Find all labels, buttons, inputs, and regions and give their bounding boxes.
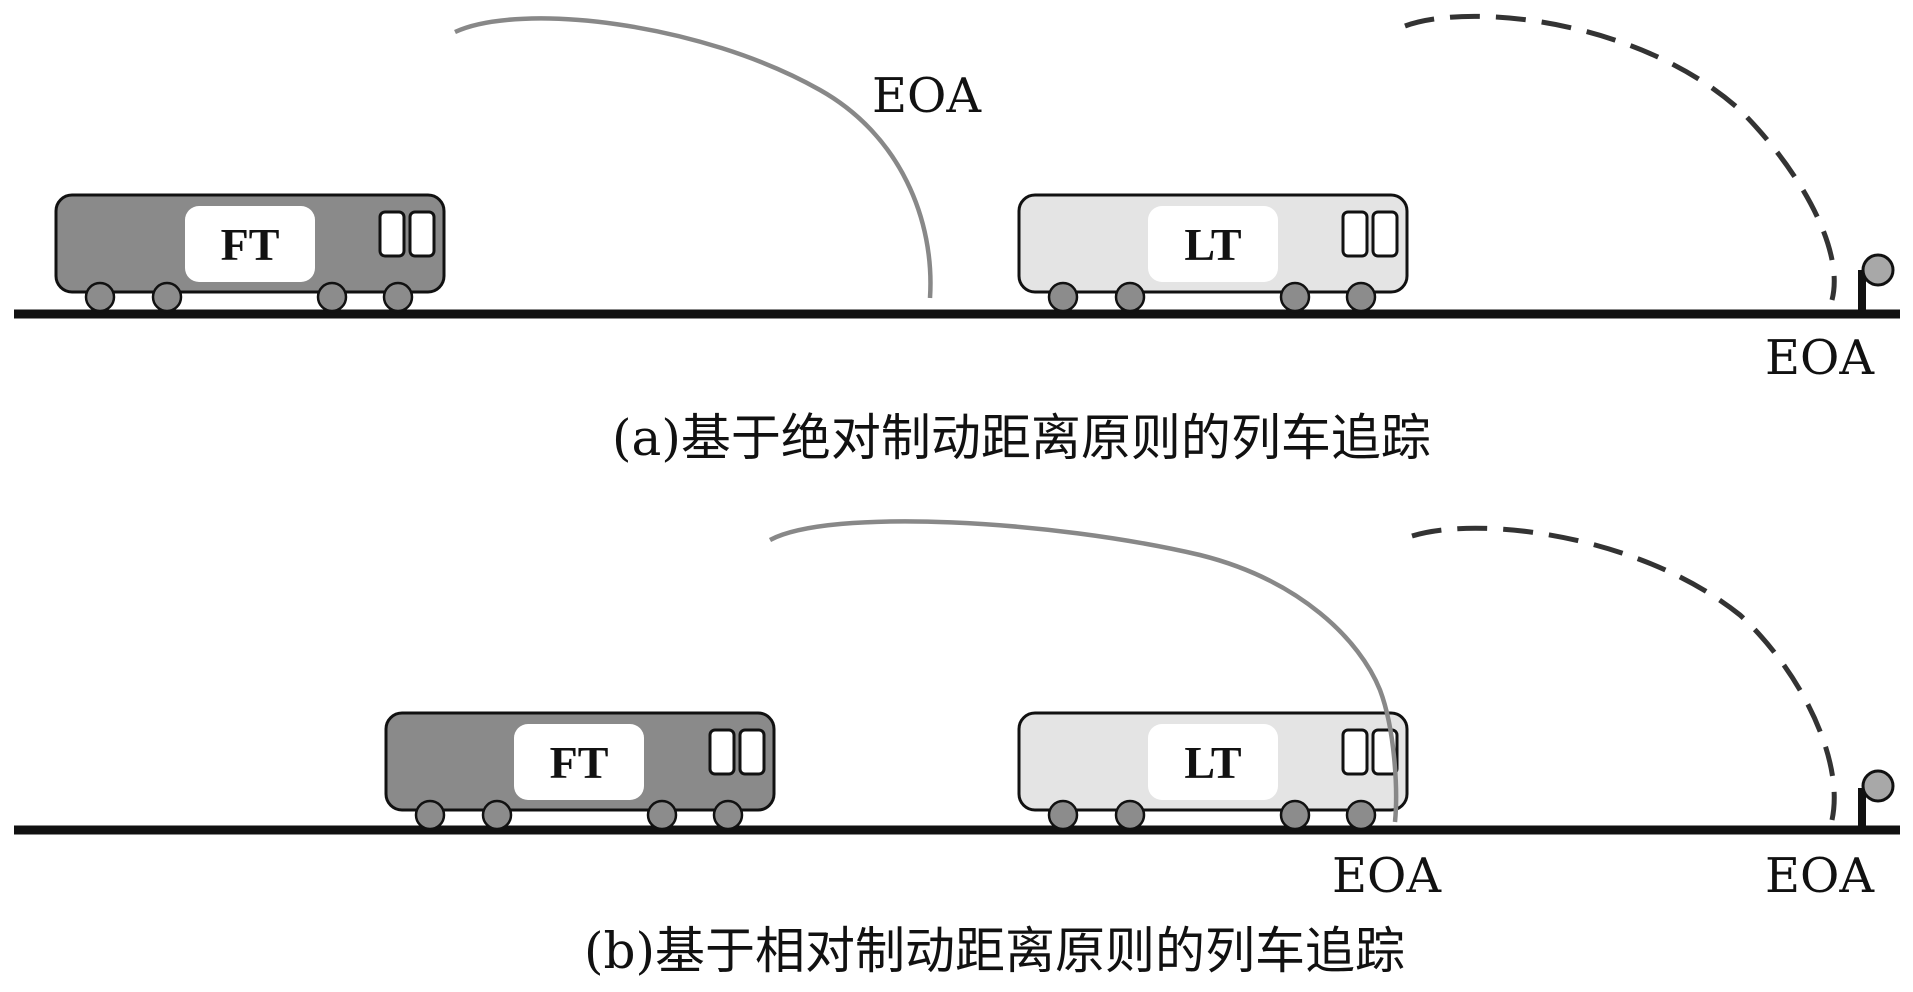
signal-lamp-icon (1861, 769, 1895, 803)
ft-wheel (481, 799, 513, 831)
lt-wheel (1114, 281, 1146, 313)
ft-eoa-label-b: EOA (1332, 848, 1442, 904)
lt-wheel (1047, 799, 1079, 831)
lt-wheel (1279, 799, 1311, 831)
lt-window-1 (1341, 728, 1369, 776)
ft-eoa-label-a: EOA (872, 68, 982, 124)
lt-label-b: LT (1184, 737, 1241, 788)
ft-window-2 (408, 210, 436, 258)
lt-label-panel (1148, 724, 1278, 800)
ft-window-1 (708, 728, 736, 776)
following-train-a: FT (54, 193, 446, 313)
lt-label-panel (1148, 206, 1278, 282)
lt-window-1 (1341, 210, 1369, 258)
signal-lamp-icon (1861, 253, 1895, 287)
lt-wheel (1114, 799, 1146, 831)
ft-wheel (316, 281, 348, 313)
lt-wheel (1345, 281, 1377, 313)
ft-wheel (646, 799, 678, 831)
lt-eoa-label-a: EOA (1765, 330, 1875, 386)
ft-label-panel (185, 206, 315, 282)
ft-window-1 (378, 210, 406, 258)
ft-braking-curve-a (454, 16, 933, 299)
ft-wheel (382, 281, 414, 313)
panel-b: FT LT (14, 519, 1900, 980)
lt-braking-curve-a (1404, 13, 1837, 301)
ft-wheel (712, 799, 744, 831)
lt-braking-curve-b (1411, 525, 1837, 821)
ft-wheel (151, 281, 183, 313)
signal-post (1858, 272, 1866, 312)
signal-post (1858, 790, 1866, 828)
signal-b (1858, 769, 1895, 828)
lt-eoa-label-b: EOA (1765, 848, 1875, 904)
lt-window-2 (1371, 210, 1399, 258)
ft-label-b: FT (550, 737, 609, 788)
ft-window-2 (738, 728, 766, 776)
ft-wheel (84, 281, 116, 313)
ft-braking-curve-b (768, 519, 1399, 823)
caption-b: (b)基于相对制动距离原则的列车追踪 (584, 922, 1405, 980)
signal-a (1858, 253, 1895, 312)
lt-wheel (1047, 281, 1079, 313)
leading-train-b: LT (1017, 711, 1409, 831)
ft-label-panel (514, 724, 644, 800)
following-train-b: FT (384, 711, 776, 831)
ft-label-a: FT (221, 219, 280, 270)
panel-a: EOA FT LT (14, 13, 1900, 467)
lt-wheel (1345, 799, 1377, 831)
lt-wheel (1279, 281, 1311, 313)
ft-wheel (414, 799, 446, 831)
caption-a: (a)基于绝对制动距离原则的列车追踪 (612, 409, 1431, 467)
leading-train-a: LT (1017, 193, 1409, 313)
lt-label-a: LT (1184, 219, 1241, 270)
